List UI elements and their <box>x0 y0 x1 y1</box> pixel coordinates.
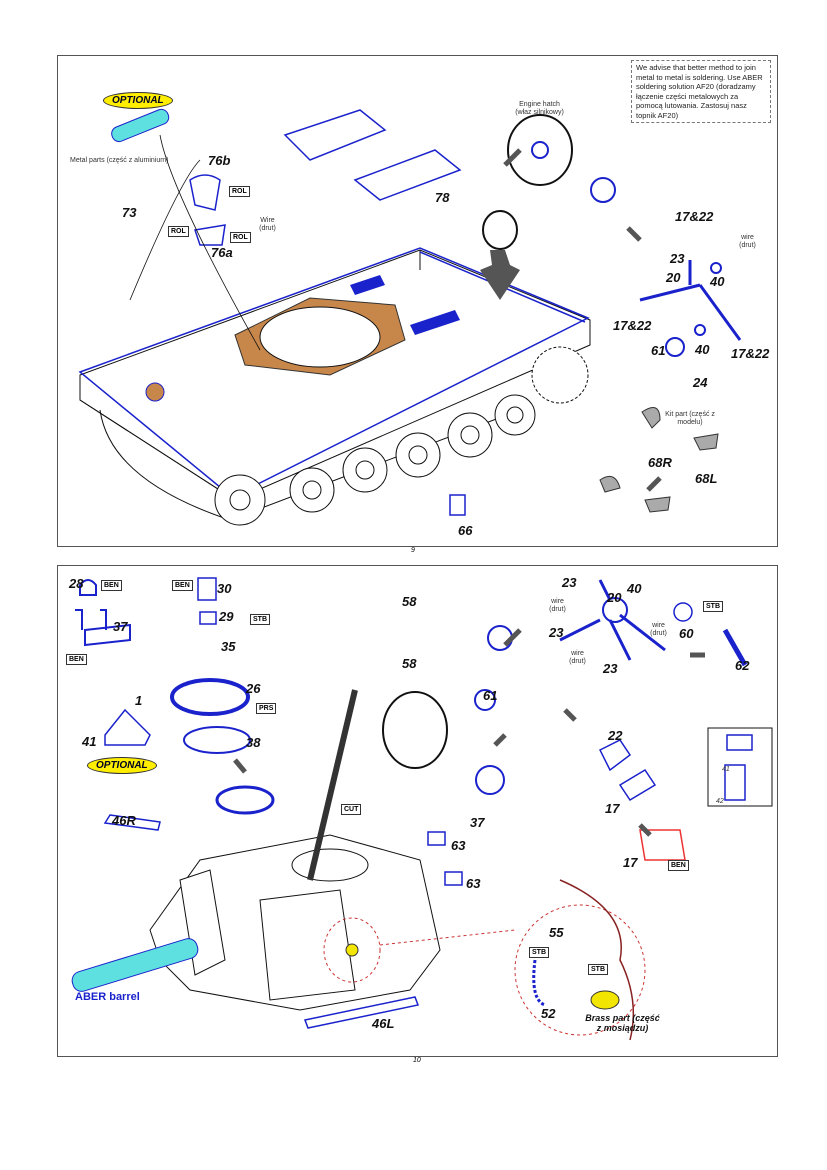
ring-26 <box>170 678 250 716</box>
part-number: 24 <box>693 375 708 390</box>
brass-part-note: Brass part (część z mosiądzu) <box>585 1013 660 1033</box>
aber-barrel <box>71 938 199 992</box>
louver-right <box>353 149 462 201</box>
soldering-advice-note: We advise that better method to join met… <box>631 60 771 123</box>
page-number: 9 <box>411 547 415 554</box>
part-number: 78 <box>435 190 450 205</box>
engine-hatch <box>507 114 573 186</box>
part-number: 26 <box>246 681 261 696</box>
part-number: 76b <box>208 153 231 168</box>
page-number: 10 <box>413 1057 421 1064</box>
part-number: 68L <box>695 471 718 486</box>
part-number: 17&22 <box>675 209 714 224</box>
part-number: 1 <box>135 693 143 708</box>
stb-tag: STB <box>703 601 723 612</box>
part-number: 60 <box>679 626 694 641</box>
ben-tag: BEN <box>66 654 87 665</box>
cut-tag: CUT <box>341 804 362 815</box>
part-number: 23 <box>603 661 618 676</box>
wire-note: wire (drut) <box>650 622 667 637</box>
part-number: 63 <box>451 838 466 853</box>
part-number: 68R <box>648 455 672 470</box>
part-number: 20 <box>607 590 622 605</box>
ring-38 <box>183 726 251 754</box>
part-number: 40 <box>710 274 725 289</box>
part-76-installed <box>145 382 165 402</box>
part-number: 55 <box>549 925 564 940</box>
metal-parts-note: Metal parts (część z aluminium) <box>70 157 169 164</box>
part-number: 66 <box>458 523 473 538</box>
part-number: 40 <box>695 342 710 357</box>
inset-part-number: 42 <box>716 798 724 805</box>
road-wheels <box>214 346 589 526</box>
part-number: 29 <box>219 609 234 624</box>
inset-box <box>707 727 773 807</box>
part-number: 58 <box>402 656 417 671</box>
part-number: 46L <box>372 1016 395 1031</box>
kit-part-note: Kit part (część z modelu) <box>665 411 715 426</box>
turret <box>149 834 441 1011</box>
wire-note: wire (drut) <box>549 598 566 613</box>
part-number: 23 <box>670 251 685 266</box>
wire-note: wire (drut) <box>569 650 586 665</box>
part-number: 17&22 <box>731 346 770 361</box>
part-number: 40 <box>627 581 642 596</box>
part-number: 41 <box>82 734 97 749</box>
part-number: 23 <box>562 575 577 590</box>
part-number: 61 <box>651 343 666 358</box>
part-number: 46R <box>112 813 136 828</box>
tank-hull <box>79 249 591 521</box>
louver-left <box>283 109 387 161</box>
optional-badge: OPTIONAL <box>103 92 173 109</box>
part-number: 63 <box>466 876 481 891</box>
part-number: 35 <box>221 639 236 654</box>
part-number: 20 <box>666 270 681 285</box>
detail-circle <box>514 904 646 1036</box>
ben-tag: BEN <box>101 580 122 591</box>
part-number: 37 <box>113 619 128 634</box>
ben-tag: BEN <box>668 860 689 871</box>
wire-note: Wire (drut) <box>259 217 276 232</box>
part-number: 52 <box>541 1006 556 1021</box>
stb-tag: STB <box>529 947 549 958</box>
part-number: 23 <box>549 625 564 640</box>
part-number: 73 <box>122 205 137 220</box>
optional-badge: OPTIONAL <box>87 757 157 774</box>
engine-hatch-note: Engine hatch (właz silnikowy) <box>515 101 564 116</box>
aber-barrel-note: ABER barrel <box>75 991 140 1003</box>
prs-tag: PRS <box>256 703 277 714</box>
stb-tag: STB <box>250 614 270 625</box>
rol-tag: ROL <box>229 186 250 197</box>
part-number: 58 <box>402 594 417 609</box>
part-number: 17 <box>623 855 638 870</box>
part-number: 61 <box>483 688 498 703</box>
ben-tag: BEN <box>172 580 193 591</box>
inset-part-number: 41 <box>722 766 730 773</box>
part-number: 76a <box>211 245 233 260</box>
part-number: 38 <box>246 735 261 750</box>
part-number: 17&22 <box>613 318 652 333</box>
wire-note: wire (drut) <box>739 234 756 249</box>
part-number: 22 <box>608 728 623 743</box>
part-number: 62 <box>735 658 750 673</box>
aluminium-barrel-part <box>111 108 170 143</box>
part-number: 17 <box>605 801 620 816</box>
down-arrow-icon <box>480 250 520 300</box>
part-number: 37 <box>470 815 485 830</box>
part-number: 30 <box>217 581 232 596</box>
rol-tag: ROL <box>230 232 251 243</box>
brass-part <box>590 990 620 1010</box>
stb-tag: STB <box>588 964 608 975</box>
rol-tag: ROL <box>168 226 189 237</box>
part-number: 28 <box>69 576 84 591</box>
